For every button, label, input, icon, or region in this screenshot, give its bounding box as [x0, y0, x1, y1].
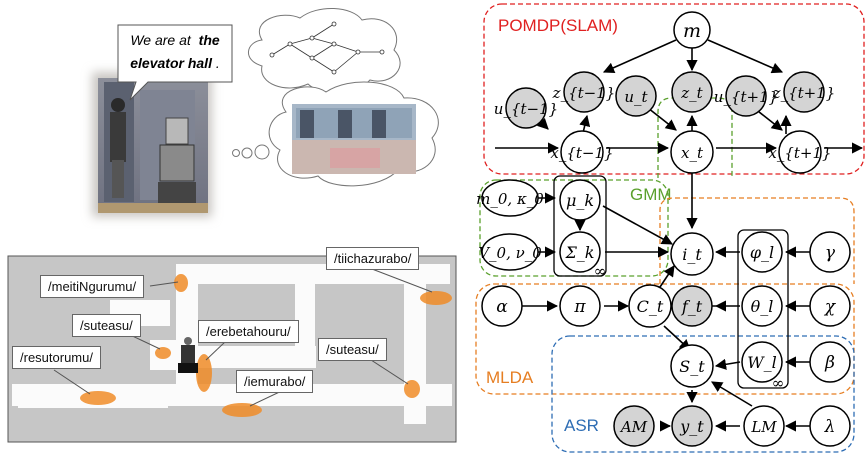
svg-text:m_0, κ_0: m_0, κ_0 — [476, 190, 544, 208]
asr-label: ASR — [564, 416, 599, 435]
node-lambda: λ — [809, 405, 851, 447]
node-LM: LM — [743, 405, 785, 447]
svg-text:α: α — [496, 297, 508, 317]
map-label-erebetahouru: /erebetahouru/ — [198, 320, 299, 343]
svg-text:β: β — [824, 353, 835, 373]
asr-region — [551, 335, 855, 453]
node-m0-kappa0: m_0, κ_0 — [476, 179, 544, 217]
pomdp-label: POMDP(SLAM) — [498, 16, 618, 35]
svg-text:z_{t+1}: z_{t+1} — [772, 84, 836, 102]
svg-text:π: π — [573, 297, 586, 317]
node-V0-nu0: V_0, ν_0 — [478, 233, 542, 271]
map-label-suteasu-left: /suteasu/ — [72, 314, 141, 337]
plate-k — [553, 175, 607, 277]
svg-text:μ_k: μ_k — [566, 191, 594, 210]
pomdp-region — [483, 3, 865, 175]
node-beta: β — [809, 341, 851, 383]
svg-text:C_t: C_t — [637, 297, 664, 316]
svg-text:χ: χ — [824, 297, 837, 317]
node-phi: φ_l — [741, 231, 783, 273]
svg-text:LM: LM — [750, 418, 777, 436]
svg-text:θ_l: θ_l — [751, 297, 774, 316]
svg-text:W_l: W_l — [747, 353, 777, 372]
svg-text:x_{t+1}: x_{t+1} — [768, 144, 831, 162]
svg-text:S_t: S_t — [679, 357, 705, 376]
node-x-t: x_t — [670, 130, 714, 174]
mlda-region — [475, 283, 855, 395]
node-x-prev: x_{t−1} — [550, 130, 614, 174]
svg-text:u_{t+1}: u_{t+1} — [714, 88, 778, 106]
node-AM: AM — [613, 405, 655, 447]
svg-text:z_{t−1}: z_{t−1} — [552, 84, 616, 102]
robot-marker-icon — [178, 337, 198, 373]
svg-text:φ_l: φ_l — [750, 243, 774, 262]
map-label-iemurabo: /iemurabo/ — [236, 370, 314, 393]
node-chi: χ — [809, 285, 851, 327]
svg-text:x_t: x_t — [681, 144, 704, 162]
node-u-next: u_{t+1} — [714, 75, 778, 117]
svg-text:AM: AM — [619, 418, 648, 436]
elevator-hall-photo — [292, 104, 416, 174]
svg-text:y_t: y_t — [679, 417, 704, 436]
map-label-suteasu-right: /suteasu/ — [318, 338, 387, 361]
node-W: W_l — [741, 341, 783, 383]
node-C: C_t — [628, 284, 672, 328]
node-S: S_t — [670, 344, 714, 388]
svg-text:u_{t−1}: u_{t−1} — [494, 100, 558, 118]
node-u-t: u_t — [615, 75, 657, 117]
node-z-prev: z_{t−1} — [552, 71, 616, 113]
node-y: y_t — [671, 405, 713, 447]
node-alpha: α — [481, 285, 523, 327]
node-z-next: z_{t+1} — [772, 71, 836, 113]
svg-text:We are at the: We are at the — [130, 32, 220, 48]
gmm-label: GMM — [630, 185, 672, 204]
svg-text:m: m — [683, 20, 701, 42]
plate-k-infinity: ∞ — [594, 262, 607, 280]
svg-text:u_t: u_t — [624, 88, 648, 106]
mlda-label: MLDA — [486, 368, 534, 387]
map-label-resutorumu: /resutorumu/ — [12, 346, 101, 369]
svg-text:V_0, ν_0: V_0, ν_0 — [478, 244, 542, 262]
node-theta: θ_l — [741, 285, 783, 327]
speech-line2-bold: elevator hall — [130, 55, 213, 71]
svg-text:z_t: z_t — [680, 84, 703, 102]
speech-bubble: We are at the elevator hall . — [117, 24, 233, 101]
node-i: i_t — [670, 232, 714, 276]
node-m: m — [673, 11, 711, 49]
node-sigma: Σ_k — [559, 231, 601, 273]
speech-line1-bold: the — [199, 32, 220, 48]
node-x-next: x_{t+1} — [768, 130, 832, 174]
mini-network-icon — [269, 21, 385, 75]
svg-text:f_t: f_t — [681, 297, 703, 316]
node-mu: μ_k — [559, 179, 601, 221]
robot-photo — [92, 72, 212, 217]
node-pi: π — [559, 285, 601, 327]
svg-text:i_t: i_t — [682, 245, 702, 264]
plate-l-infinity: ∞ — [772, 374, 785, 392]
node-f: f_t — [671, 285, 713, 327]
svg-text:x_{t−1}: x_{t−1} — [550, 144, 613, 162]
node-gamma: γ — [809, 231, 851, 273]
svg-text:Σ_k: Σ_k — [564, 243, 594, 262]
mlda-region-top — [659, 197, 855, 284]
svg-text:λ: λ — [824, 417, 836, 437]
node-z-t: z_t — [671, 71, 713, 113]
speech-line1: We are at — [130, 32, 192, 48]
svg-text:γ: γ — [825, 243, 836, 263]
map-label-tiichazurabo: /tiichazurabo/ — [326, 247, 420, 270]
map-label-meitingurumu: /meitiNgurumu/ — [40, 275, 145, 298]
svg-text:elevator hall .: elevator hall . — [130, 55, 219, 71]
speech-line2-end: . — [216, 55, 220, 71]
node-u-prev: u_{t−1} — [494, 87, 558, 129]
